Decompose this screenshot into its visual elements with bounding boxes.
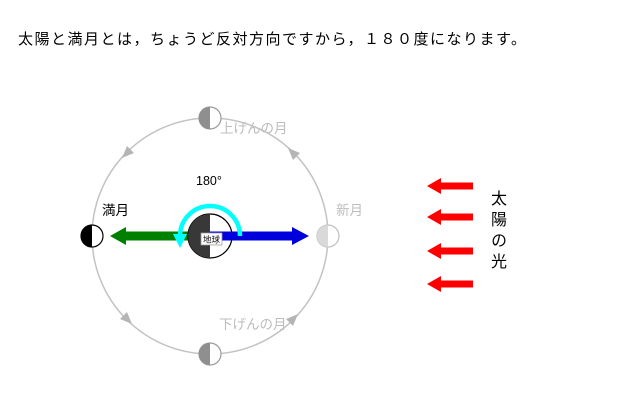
orbit-direction-arrow xyxy=(286,314,298,326)
arrow-head xyxy=(110,227,126,245)
arrow-head xyxy=(427,209,441,225)
sunlight-label: 太陽の光 xyxy=(488,190,505,274)
sun-rays xyxy=(427,178,473,292)
moon-shadow-half xyxy=(199,107,210,129)
arrow-shaft xyxy=(441,247,473,255)
arrow-head xyxy=(427,178,441,194)
earth-label-box xyxy=(200,232,223,246)
sun-ray-arrow xyxy=(427,276,473,292)
new-moon-direction-arrow xyxy=(210,227,309,245)
arrow-head xyxy=(427,243,441,259)
angle-arc xyxy=(177,203,243,237)
last-quarter-label: 下げんの月 xyxy=(219,317,287,332)
full-moon-direction-arrow xyxy=(110,227,210,245)
arrow-shaft xyxy=(441,280,473,288)
full-moon-label: 満月 xyxy=(102,203,129,218)
arrow-shaft xyxy=(441,182,473,190)
arrow-shaft xyxy=(210,231,292,241)
new-moon-label: 新月 xyxy=(336,203,363,218)
arrow-shaft xyxy=(441,213,473,221)
moon-shadow-half xyxy=(81,225,92,247)
angle-label: 180° xyxy=(196,174,222,188)
orbit-direction-arrow xyxy=(122,146,134,158)
first-quarter-label: 上げんの月 xyxy=(220,121,288,136)
arrow-head xyxy=(292,227,309,245)
orbit-direction-arrow xyxy=(288,148,300,160)
full-moon-icon xyxy=(80,224,104,248)
arrow-shaft xyxy=(126,231,210,241)
arrow-head xyxy=(427,276,441,292)
caption: 太陽と満月とは，ちょうど反対方向ですから，１８０度になります。 xyxy=(18,31,528,48)
moon-shadow-half xyxy=(317,225,328,247)
earth-label: 地球 xyxy=(203,235,221,245)
last-quarter-moon-icon xyxy=(198,342,222,366)
first-quarter-moon-icon xyxy=(198,106,222,130)
sun-ray-arrow xyxy=(427,209,473,225)
orbit-direction-arrow xyxy=(120,312,132,324)
new-moon-icon xyxy=(316,224,340,248)
earth-shadow-half xyxy=(188,214,210,258)
sun-ray-arrow xyxy=(427,178,473,194)
angle-arc-arrowhead xyxy=(173,234,187,248)
moon-shadow-half xyxy=(199,343,210,365)
sun-ray-arrow xyxy=(427,243,473,259)
